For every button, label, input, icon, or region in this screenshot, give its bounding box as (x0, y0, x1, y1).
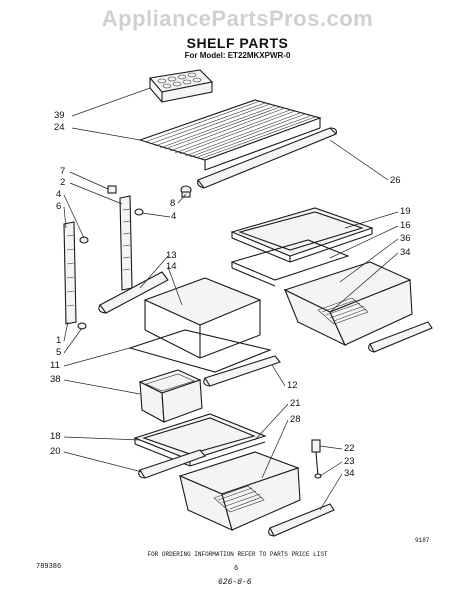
callout-14: 14 (166, 261, 177, 272)
callout-4-left: 4 (56, 189, 62, 200)
callout-36: 36 (400, 233, 411, 244)
callout-7: 7 (60, 166, 66, 177)
egg-tray-drawing (148, 69, 214, 103)
humidity-control-drawing (311, 439, 322, 479)
model-number: For Model: ET22MKXPWR-0 (184, 51, 291, 60)
callout-21: 21 (290, 398, 301, 409)
shelf-trim-drawing (197, 127, 337, 189)
callout-38: 38 (50, 374, 61, 385)
control-slide (314, 473, 322, 479)
callout-20: 20 (50, 446, 61, 457)
left-shelf-ladder-drawing (63, 221, 89, 330)
upper-crisper-cover-drawing (230, 239, 350, 287)
page-number: 6 (234, 565, 239, 573)
utility-bin-drawing (138, 369, 203, 423)
ordering-note: FOR ORDERING INFORMATION REFER TO PARTS … (147, 551, 328, 558)
ladder-screw (134, 208, 144, 216)
callout-23: 23 (344, 456, 355, 467)
ladder-screw-bottom (77, 322, 87, 330)
callout-34-lower: 34 (344, 468, 355, 479)
callout-8: 8 (170, 198, 176, 209)
callout-26: 26 (390, 175, 401, 186)
callout-19: 19 (400, 206, 411, 217)
upper-drawer-trim-drawing (368, 321, 433, 353)
diagram-title: SHELF PARTS (186, 35, 289, 51)
callout-5: 5 (56, 347, 62, 358)
handwritten-code: 626-8-6 (218, 578, 252, 587)
callout-24: 24 (54, 122, 65, 133)
wire-shelf-drawing (138, 99, 322, 171)
callout-13: 13 (166, 250, 177, 261)
part-code: 789386 (36, 563, 62, 571)
date-code: 9187 (415, 537, 430, 544)
lower-crisper-drawer-drawing (178, 451, 301, 531)
control-knob (311, 439, 321, 453)
lower-drawer-trim-drawing (268, 503, 335, 537)
lower-shelf-trim-drawing (203, 355, 281, 387)
callout-22: 22 (344, 443, 355, 454)
upper-crisper-drawer-drawing (283, 261, 413, 347)
ladder-screw-left (79, 236, 89, 244)
callout-12: 12 (287, 380, 298, 391)
right-shelf-ladder-drawing (107, 185, 144, 291)
callout-34-upper: 34 (400, 247, 411, 258)
callout-11: 11 (50, 360, 60, 371)
callout-4-right: 4 (171, 211, 177, 222)
ladder-cap (107, 185, 117, 194)
site-watermark: AppliancePartsPros.com (101, 6, 374, 31)
callout-16: 16 (400, 220, 411, 231)
callout-18: 18 (50, 431, 61, 442)
leader-lines (63, 87, 399, 511)
glass-shelf-drawing (98, 271, 272, 373)
callout-1: 1 (56, 335, 62, 346)
callout-28: 28 (290, 414, 301, 425)
callout-39: 39 (54, 110, 65, 121)
lower-glass-shelf-drawing (133, 413, 267, 467)
upper-glass-shelf-drawing (230, 207, 374, 263)
callout-6: 6 (56, 201, 62, 212)
callout-2: 2 (60, 177, 66, 188)
